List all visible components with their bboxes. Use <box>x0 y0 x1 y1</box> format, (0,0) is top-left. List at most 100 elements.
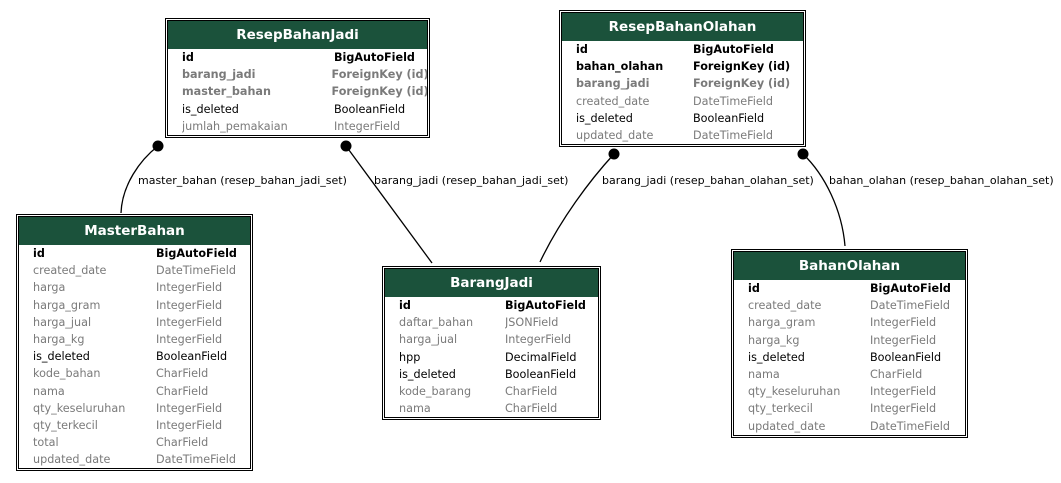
field-name: harga_kg <box>33 332 85 346</box>
field-row: harga_jual IntegerField <box>385 331 598 348</box>
table-title: ResepBahanOlahan <box>562 13 803 41</box>
field-name: updated_date <box>576 128 654 142</box>
field-row: harga IntegerField <box>19 279 250 296</box>
field-name: nama <box>33 384 65 398</box>
table-barang-jadi[interactable]: BarangJadi id BigAutoField daftar_bahan JSO… <box>382 266 601 421</box>
field-name: daftar_bahan <box>399 316 474 330</box>
field-type: IntegerField <box>156 281 223 295</box>
field-name: qty_terkecil <box>748 402 813 416</box>
field-type: DateTimeField <box>870 299 950 313</box>
field-name: is_deleted <box>33 350 90 364</box>
field-name: total <box>33 436 59 450</box>
field-type: ForeignKey (id) <box>693 60 791 74</box>
field-type: ForeignKey (id) <box>331 68 428 82</box>
field-type: CharField <box>156 367 209 381</box>
field-type: CharField <box>870 367 923 381</box>
field-row: created_date DateTimeField <box>734 297 965 314</box>
field-type: BigAutoField <box>505 299 586 312</box>
field-name: created_date <box>748 299 822 313</box>
field-name: is_deleted <box>399 367 456 381</box>
field-name: id <box>33 247 45 260</box>
field-type: BooleanField <box>156 350 228 364</box>
field-type: BooleanField <box>693 111 765 125</box>
field-row: barang_jadi ForeignKey (id) <box>168 66 427 83</box>
field-name: qty_keseluruhan <box>748 385 841 399</box>
field-name: is_deleted <box>576 111 633 125</box>
field-row: qty_terkecil IntegerField <box>19 417 250 434</box>
field-type: IntegerField <box>870 402 937 416</box>
table-title: ResepBahanJadi <box>168 21 427 49</box>
field-name: nama <box>748 367 780 381</box>
edge-endpoint-dot <box>152 140 164 152</box>
edge-barang-jadi-resep <box>345 145 433 264</box>
edge-master-bahan <box>120 145 159 214</box>
field-row: is_deleted BooleanField <box>385 366 598 383</box>
field-type: IntegerField <box>156 401 223 415</box>
table-title: BahanOlahan <box>734 252 965 280</box>
field-type: IntegerField <box>156 418 223 432</box>
field-row: id BigAutoField <box>734 280 965 297</box>
field-row: daftar_bahan JSONField <box>385 314 598 331</box>
field-type: DateTimeField <box>693 94 773 108</box>
field-type: CharField <box>505 402 558 416</box>
field-name: kode_barang <box>399 384 472 398</box>
field-row: nama CharField <box>385 400 598 417</box>
field-row: kode_bahan CharField <box>19 365 250 382</box>
field-type: CharField <box>505 384 558 398</box>
field-name: id <box>399 299 411 312</box>
field-type: BooleanField <box>505 367 577 381</box>
field-row: qty_terkecil IntegerField <box>734 400 965 417</box>
field-name: master_bahan <box>182 85 271 99</box>
field-name: id <box>748 282 760 295</box>
field-type: IntegerField <box>156 315 223 329</box>
field-name: nama <box>399 402 431 416</box>
field-type: IntegerField <box>334 119 401 133</box>
field-name: id <box>182 51 194 64</box>
field-name: qty_terkecil <box>33 418 98 432</box>
field-name: harga_gram <box>748 316 816 330</box>
field-name: barang_jadi <box>182 68 256 82</box>
field-type: BooleanField <box>334 102 406 116</box>
field-name: harga <box>33 281 66 295</box>
field-type: IntegerField <box>505 333 572 347</box>
field-type: BigAutoField <box>870 282 951 295</box>
field-row: is_deleted BooleanField <box>734 349 965 366</box>
field-type: DateTimeField <box>156 453 236 467</box>
field-row: barang_jadi ForeignKey (id) <box>562 75 803 92</box>
field-type: JSONField <box>505 316 559 330</box>
field-name: is_deleted <box>748 350 805 364</box>
field-name: barang_jadi <box>576 77 650 91</box>
field-type: DateTimeField <box>870 419 950 433</box>
table-title: BarangJadi <box>385 269 598 297</box>
field-row: total CharField <box>19 434 250 451</box>
field-name: updated_date <box>748 419 826 433</box>
field-name: qty_keseluruhan <box>33 401 126 415</box>
field-type: ForeignKey (id) <box>693 77 791 91</box>
field-type: CharField <box>156 436 209 450</box>
field-type: BooleanField <box>870 350 942 364</box>
field-type: DateTimeField <box>693 128 773 142</box>
field-name: kode_bahan <box>33 367 101 381</box>
field-name: harga_jual <box>399 333 458 347</box>
